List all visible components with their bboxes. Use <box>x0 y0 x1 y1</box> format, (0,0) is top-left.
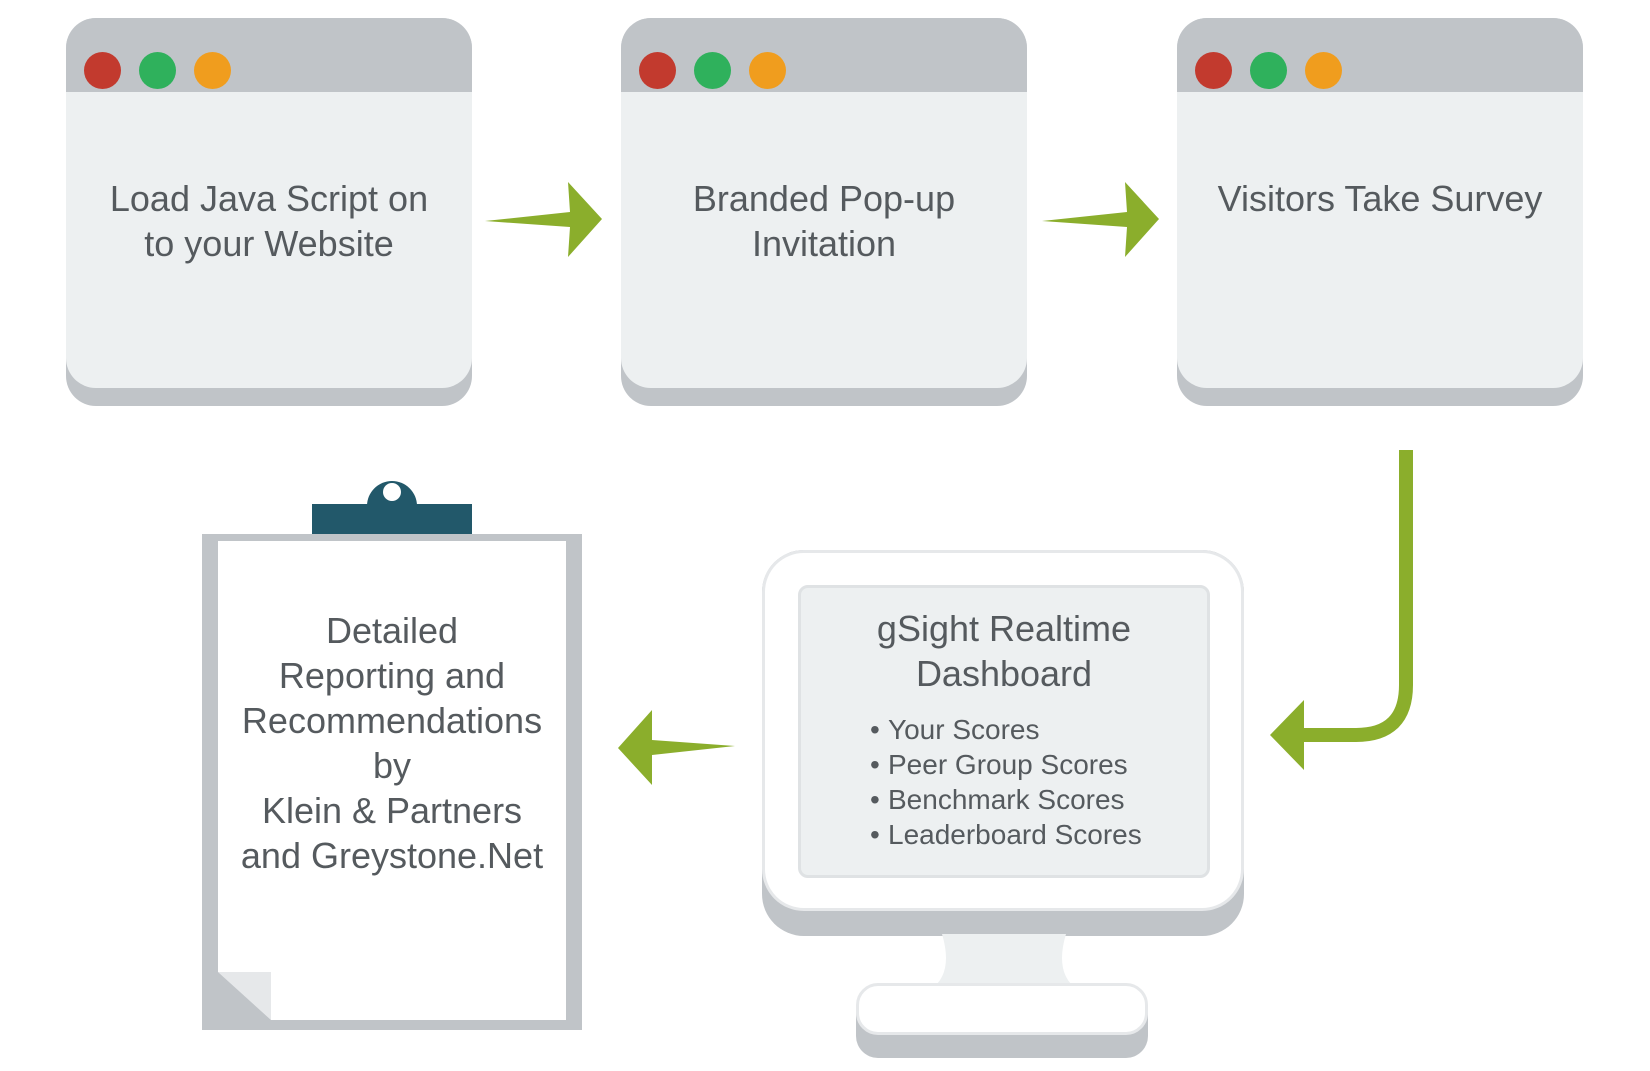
list-item: Leaderboard Scores <box>870 817 1142 852</box>
window-title-bar <box>621 18 1027 92</box>
close-dot-icon <box>84 52 121 89</box>
minimize-dot-icon <box>1305 52 1342 89</box>
window-title-bar <box>1177 18 1583 92</box>
report-line: by <box>372 745 412 786</box>
dashboard-title-line-1: gSight Realtime <box>876 608 1132 649</box>
report-line: Detailed <box>325 610 459 651</box>
report-label: Detailed Reporting and Recommendations b… <box>218 608 566 878</box>
step-1-window: Load Java Script on to your Website <box>66 18 472 406</box>
window-body: Load Java Script on to your Website <box>66 18 472 388</box>
arrow-left-icon <box>618 710 735 785</box>
close-dot-icon <box>1195 52 1232 89</box>
step-3-label-line-1: Visitors Take Survey <box>1217 178 1543 219</box>
window-body: Visitors Take Survey <box>1177 18 1583 388</box>
clipboard-paper <box>218 541 566 1020</box>
list-item: Benchmark Scores <box>870 782 1142 817</box>
minimize-dot-icon <box>749 52 786 89</box>
report-line: Recommendations <box>241 700 543 741</box>
report-line: Klein & Partners <box>261 790 523 831</box>
step-1-label-line-2: to your Website <box>144 223 394 264</box>
monitor-base <box>856 983 1148 1035</box>
report-line: and Greystone.Net <box>240 835 544 876</box>
close-dot-icon <box>639 52 676 89</box>
arrow-curved-down-left-icon <box>1270 450 1413 770</box>
maximize-dot-icon <box>694 52 731 89</box>
maximize-dot-icon <box>1250 52 1287 89</box>
step-3-label: Visitors Take Survey <box>1187 176 1573 221</box>
step-1-label: Load Java Script on to your Website <box>76 176 462 266</box>
step-2-label-line-2: Invitation <box>751 223 897 264</box>
step-2-label-line-1: Branded Pop-up <box>692 178 956 219</box>
report-line: Reporting and <box>278 655 506 696</box>
dashboard-title-line-2: Dashboard <box>915 653 1093 694</box>
step-1-label-line-1: Load Java Script on <box>109 178 429 219</box>
window-body: Branded Pop-up Invitation <box>621 18 1027 388</box>
arrow-right-icon <box>1042 182 1159 257</box>
clipboard-clip-icon <box>312 481 472 534</box>
list-item: Your Scores <box>870 712 1142 747</box>
page-fold-icon <box>218 972 271 1020</box>
arrow-right-icon <box>485 182 602 257</box>
list-item: Peer Group Scores <box>870 747 1142 782</box>
step-2-label: Branded Pop-up Invitation <box>631 176 1017 266</box>
window-title-bar <box>66 18 472 92</box>
monitor-neck <box>930 934 1078 990</box>
step-3-window: Visitors Take Survey <box>1177 18 1583 406</box>
minimize-dot-icon <box>194 52 231 89</box>
maximize-dot-icon <box>139 52 176 89</box>
dashboard-title: gSight Realtime Dashboard <box>798 606 1210 696</box>
step-2-window: Branded Pop-up Invitation <box>621 18 1027 406</box>
dashboard-score-list: Your Scores Peer Group Scores Benchmark … <box>870 712 1142 852</box>
